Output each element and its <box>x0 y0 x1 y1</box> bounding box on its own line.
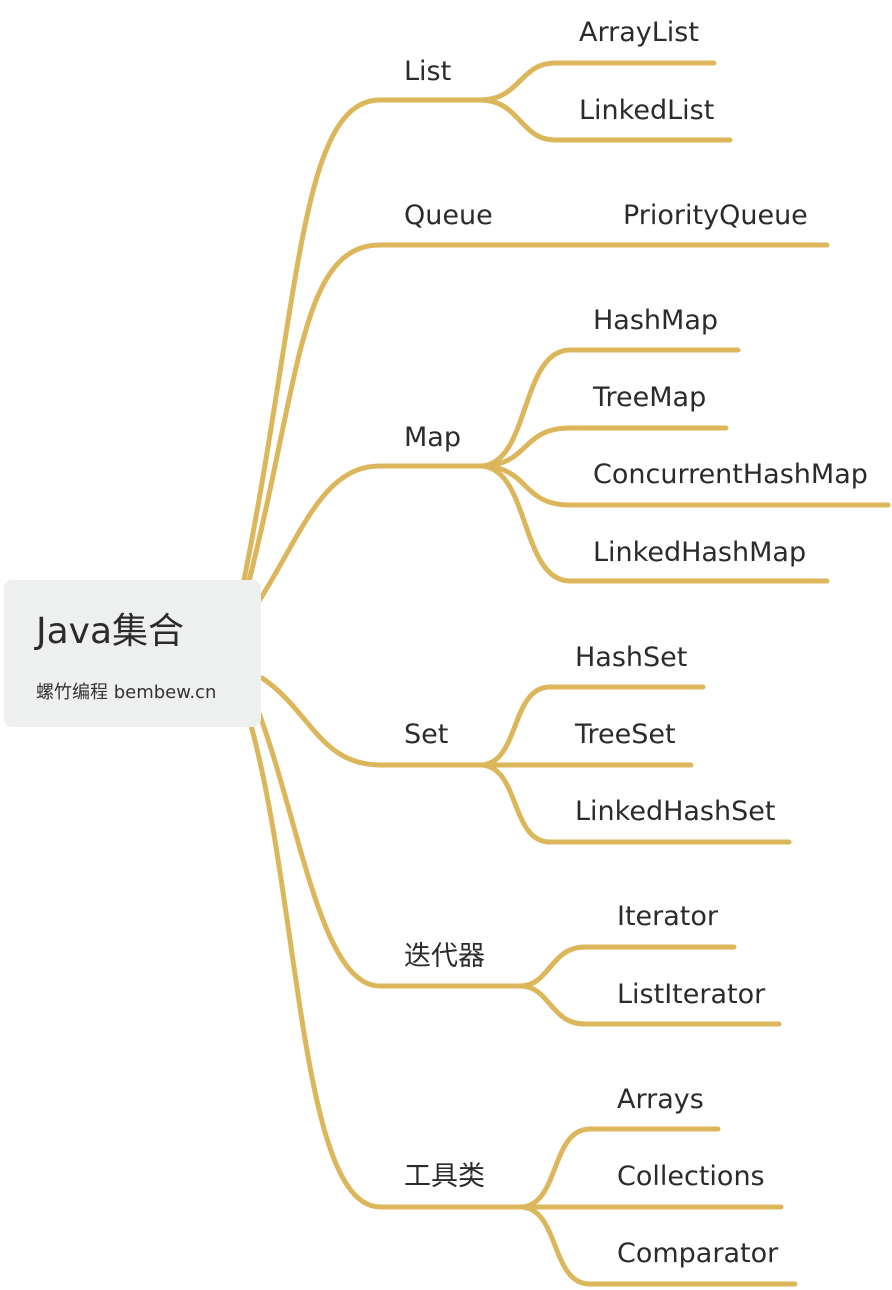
connector-list-linkedlist <box>477 97 733 143</box>
root-node[interactable]: Java集合 螺竹编程 bembew.cn <box>4 580 261 727</box>
connector-root-iterator <box>253 702 523 989</box>
node-priorityqueue[interactable]: PriorityQueue <box>623 200 808 231</box>
connector-map-concurrenthashmap <box>477 463 891 508</box>
node-listiterator[interactable]: ListIterator <box>617 979 766 1010</box>
connector-root-set <box>259 675 483 768</box>
node-hashmap[interactable]: HashMap <box>593 305 719 336</box>
branch-set[interactable]: Set <box>404 719 449 750</box>
node-arraylist[interactable]: ArrayList <box>579 17 699 48</box>
connector-root-map <box>249 463 483 615</box>
connector-tools-comparator <box>517 1204 798 1287</box>
root-title: Java集合 <box>36 611 185 652</box>
node-comparator[interactable]: Comparator <box>617 1238 779 1269</box>
connector-root-queue <box>245 242 503 588</box>
connector-map-treemap <box>477 425 729 469</box>
node-treemap[interactable]: TreeMap <box>593 382 707 413</box>
branch-map[interactable]: Map <box>404 422 461 453</box>
branch-iterator[interactable]: 迭代器 <box>404 941 485 972</box>
node-linkedlist[interactable]: LinkedList <box>579 95 715 126</box>
node-collections[interactable]: Collections <box>617 1161 765 1192</box>
connector-tools-arrays <box>517 1126 721 1210</box>
node-hashset[interactable]: HashSet <box>575 642 688 673</box>
node-linkedhashset[interactable]: LinkedHashSet <box>575 796 776 827</box>
branch-queue[interactable]: Queue <box>404 200 493 231</box>
node-treeset[interactable]: TreeSet <box>575 719 676 750</box>
connector-iterator-iterator <box>517 944 737 989</box>
connector-set-hashset <box>477 684 706 768</box>
node-arrays[interactable]: Arrays <box>617 1084 704 1115</box>
node-linkedhashmap[interactable]: LinkedHashMap <box>593 537 807 568</box>
branch-list[interactable]: List <box>404 56 452 87</box>
node-iterator[interactable]: Iterator <box>617 901 719 932</box>
connector-set-linkedhashset <box>477 762 792 845</box>
connector-list-arraylist <box>477 60 717 103</box>
connector-map-linkedhashmap <box>477 463 830 584</box>
connector-map-hashmap <box>477 347 741 469</box>
connector-root-list <box>241 97 483 583</box>
connector-root-tools <box>247 719 523 1210</box>
branch-tools[interactable]: 工具类 <box>404 1161 485 1192</box>
node-concurrenthashmap[interactable]: ConcurrentHashMap <box>593 459 868 490</box>
connector-iterator-listiterator <box>517 983 782 1027</box>
root-subtitle: 螺竹编程 bembew.cn <box>36 682 217 703</box>
